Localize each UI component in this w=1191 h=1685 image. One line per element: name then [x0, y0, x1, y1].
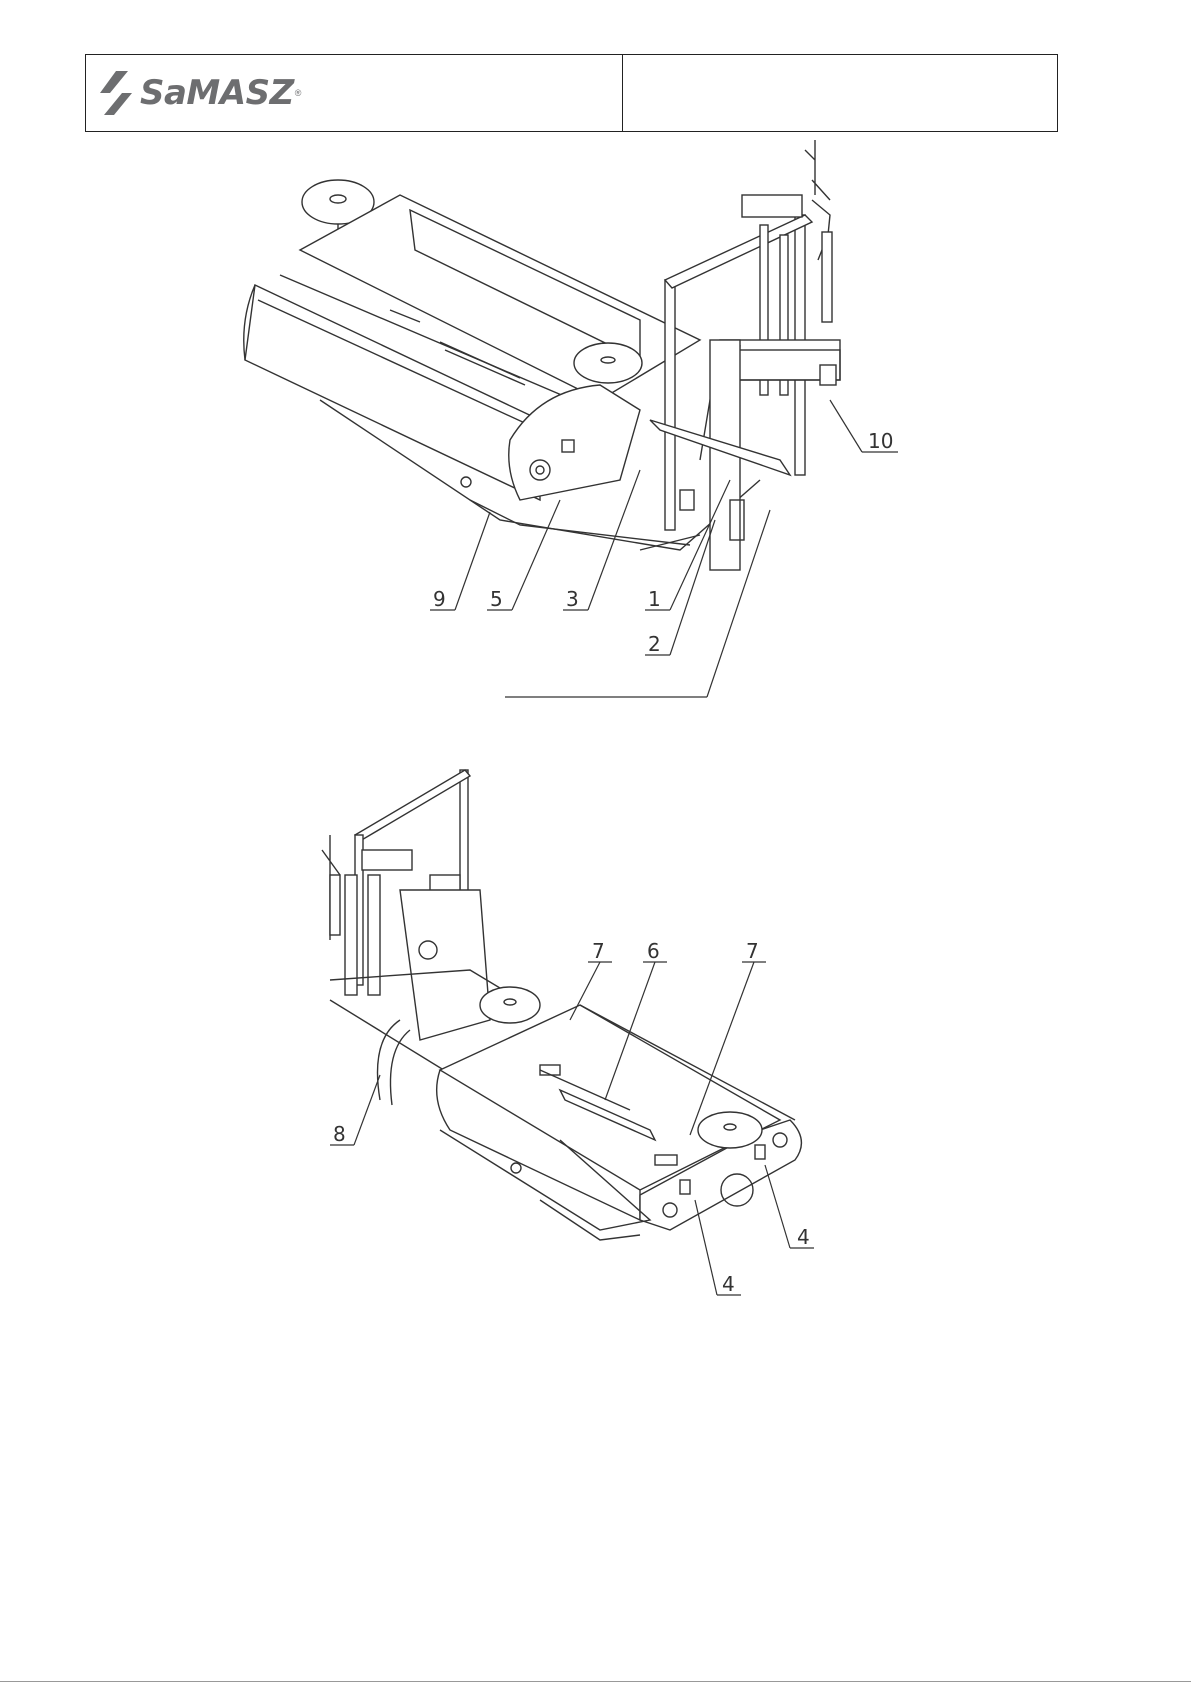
callout-4-left: 4	[722, 1272, 735, 1296]
callout-5: 5	[490, 587, 503, 611]
top-mast	[640, 140, 840, 570]
callout-2: 2	[648, 632, 661, 656]
page-bottom-rule	[0, 1681, 1191, 1682]
machine-drawing-top: 9 5 3 1 2 10	[0, 0, 1191, 720]
callout-7-left: 7	[592, 939, 605, 963]
callout-7-right: 7	[746, 939, 759, 963]
callout-4-right: 4	[797, 1225, 810, 1249]
callout-3: 3	[566, 587, 579, 611]
callout-9: 9	[433, 587, 446, 611]
callout-10: 10	[868, 429, 893, 453]
callout-6: 6	[647, 939, 660, 963]
callout-8: 8	[333, 1122, 346, 1146]
machine-drawing-bottom: 7 6 7 8 4 4	[0, 740, 1191, 1300]
callout-1: 1	[648, 587, 661, 611]
